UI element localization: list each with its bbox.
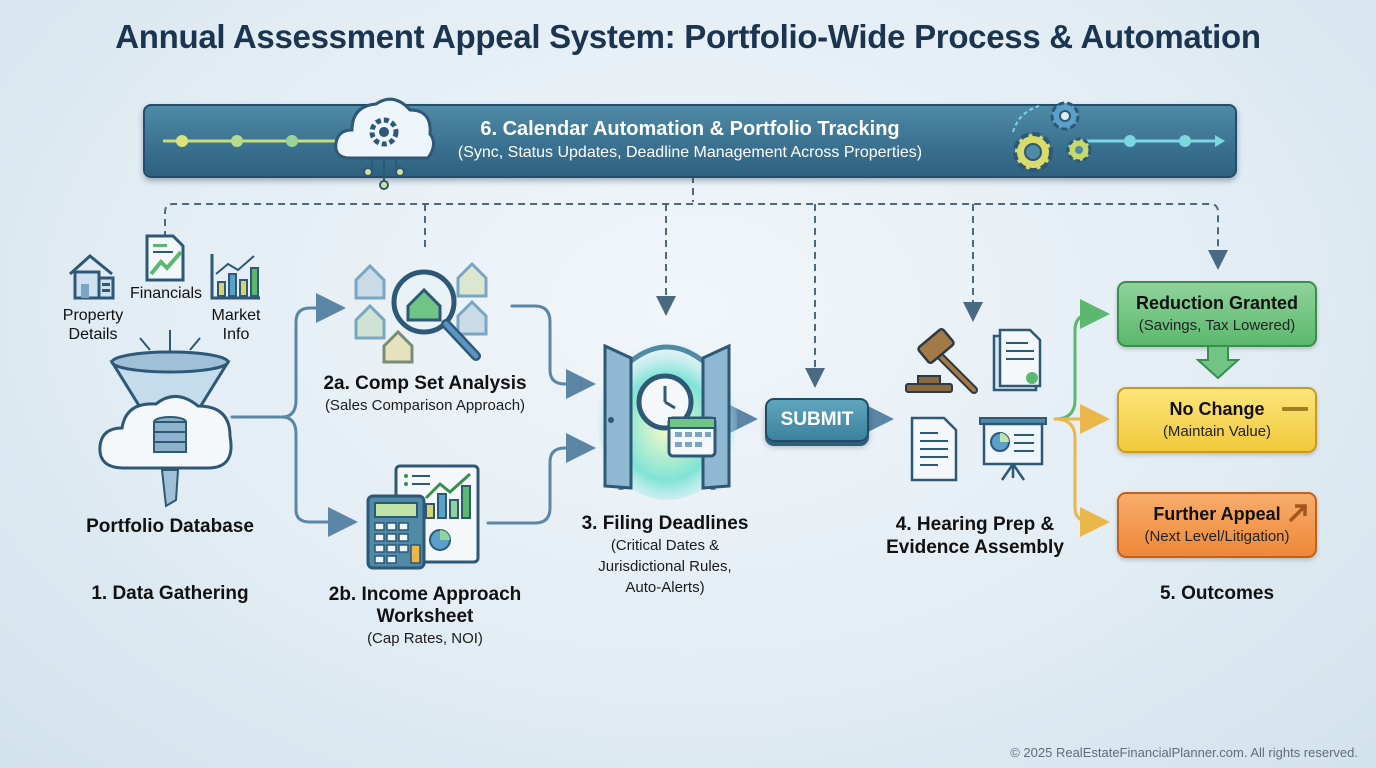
step-4-title-line1: 4. Hearing Prep & bbox=[895, 514, 1055, 535]
arrow-to-2b bbox=[280, 415, 358, 537]
outcome-further-appeal: Further Appeal (Next Level/Litigation) bbox=[1117, 492, 1317, 558]
bar-chart-icon bbox=[210, 254, 260, 300]
step-3-title: 3. Filing Deadlines bbox=[581, 513, 749, 534]
dashed-sync-lines bbox=[164, 176, 1228, 388]
step-label-data-gathering: 1. Data Gathering bbox=[91, 583, 249, 604]
outcome-title: Further Appeal bbox=[1153, 504, 1281, 524]
calculator-report-icon bbox=[366, 464, 480, 570]
submit-button[interactable]: SUBMIT bbox=[765, 398, 869, 442]
timeline-right bbox=[1075, 135, 1225, 147]
arrow-2a-to-3 bbox=[510, 304, 596, 399]
arrow-to-reduction bbox=[1053, 299, 1110, 421]
funnel-database-icon bbox=[98, 330, 233, 508]
copyright-footer: © 2025 RealEstateFinancialPlanner.com. A… bbox=[1010, 745, 1358, 760]
outcome-title: No Change bbox=[1169, 399, 1265, 419]
gears-icon bbox=[1012, 101, 1092, 172]
house-icon bbox=[68, 254, 115, 300]
step-2b-title-line2: Worksheet bbox=[376, 606, 474, 627]
input-label-market-info: Market Info bbox=[211, 307, 261, 344]
dash-icon bbox=[1282, 407, 1308, 411]
outcome-no-change: No Change (Maintain Value) bbox=[1117, 387, 1317, 453]
step-4-title-line2: Evidence Assembly bbox=[886, 537, 1064, 558]
step-2a-subtitle: (Sales Comparison Approach) bbox=[324, 397, 526, 414]
outcome-subtitle: (Next Level/Litigation) bbox=[1144, 528, 1290, 545]
step-label-outcomes: 5. Outcomes bbox=[1159, 583, 1275, 604]
step-3-subtitle-line1: (Critical Dates & bbox=[610, 537, 720, 554]
approved-document-icon bbox=[992, 328, 1042, 392]
portfolio-database-label: Portfolio Database bbox=[86, 516, 254, 537]
down-arrow-icon bbox=[1195, 345, 1241, 380]
outcome-title: Reduction Granted bbox=[1135, 293, 1298, 313]
financial-document-icon bbox=[145, 234, 185, 282]
page-title: Annual Assessment Appeal System: Portfol… bbox=[115, 18, 1261, 55]
step-3-subtitle-line3: Auto-Alerts) bbox=[625, 579, 705, 596]
step-2a-title: 2a. Comp Set Analysis bbox=[323, 373, 527, 394]
outcome-reduction-granted: Reduction Granted (Savings, Tax Lowered) bbox=[1117, 281, 1317, 347]
gavel-icon bbox=[905, 328, 978, 394]
cloud-gear-icon bbox=[334, 97, 435, 190]
deadline-door-clock-icon bbox=[597, 340, 737, 500]
up-right-arrow-icon bbox=[1288, 504, 1307, 523]
outcome-subtitle: (Savings, Tax Lowered) bbox=[1138, 317, 1296, 334]
arrow-to-further-appeal bbox=[1053, 417, 1110, 537]
banner-title: 6. Calendar Automation & Portfolio Track… bbox=[480, 118, 900, 140]
outcome-subtitle: (Maintain Value) bbox=[1162, 423, 1272, 440]
evidence-document-icon bbox=[910, 416, 958, 482]
timeline-left bbox=[163, 135, 340, 147]
step-2b-title-line1: 2b. Income Approach bbox=[328, 584, 522, 605]
arrow-2b-to-3 bbox=[486, 433, 596, 525]
input-label-property-details: Property Details bbox=[62, 307, 124, 344]
comp-set-magnifier-icon bbox=[354, 261, 488, 364]
arrow-to-2a bbox=[280, 293, 346, 419]
hearing-evidence-icons bbox=[905, 328, 1047, 482]
step-3-subtitle-line2: Jurisdictional Rules, bbox=[598, 558, 732, 575]
presentation-board-icon bbox=[979, 417, 1047, 481]
step-2b-subtitle: (Cap Rates, NOI) bbox=[367, 630, 483, 647]
banner-subtitle: (Sync, Status Updates, Deadline Manageme… bbox=[457, 144, 923, 161]
input-label-financials: Financials bbox=[129, 285, 203, 302]
